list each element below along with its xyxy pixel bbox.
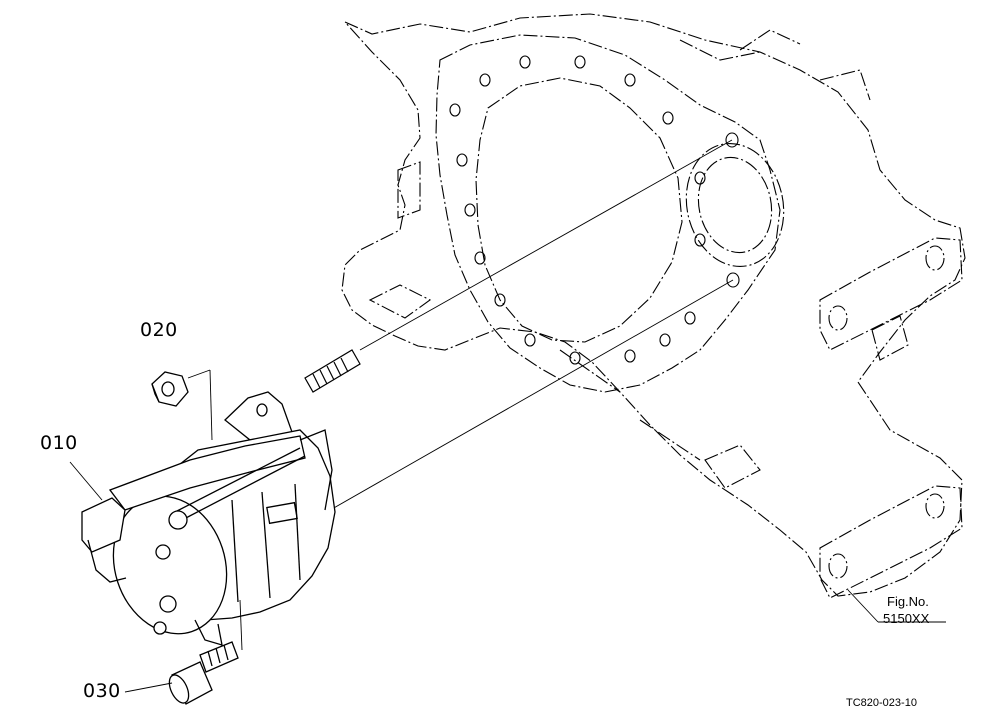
flange-bolt-holes	[449, 55, 740, 365]
drawing-id-label: TC820-023-10	[846, 697, 917, 709]
bolt-part-030	[168, 641, 239, 705]
figure-number-label: Fig.No.	[887, 594, 929, 609]
part-020-leader-lines	[187, 369, 213, 441]
figure-number-value: 5150XX	[883, 611, 930, 626]
starter-motor-part-010	[81, 391, 336, 646]
callout-030: 030	[83, 680, 121, 702]
stud-bolt	[304, 349, 361, 393]
engine-housing-phantom	[341, 13, 966, 599]
alignment-lines	[324, 139, 734, 514]
part-030-leader	[124, 599, 243, 693]
callout-020: 020	[140, 319, 178, 341]
nut-part-020	[151, 371, 189, 407]
part-010-leader	[69, 461, 103, 501]
callout-010: 010	[40, 432, 78, 454]
figure-ref-leader	[847, 589, 946, 623]
